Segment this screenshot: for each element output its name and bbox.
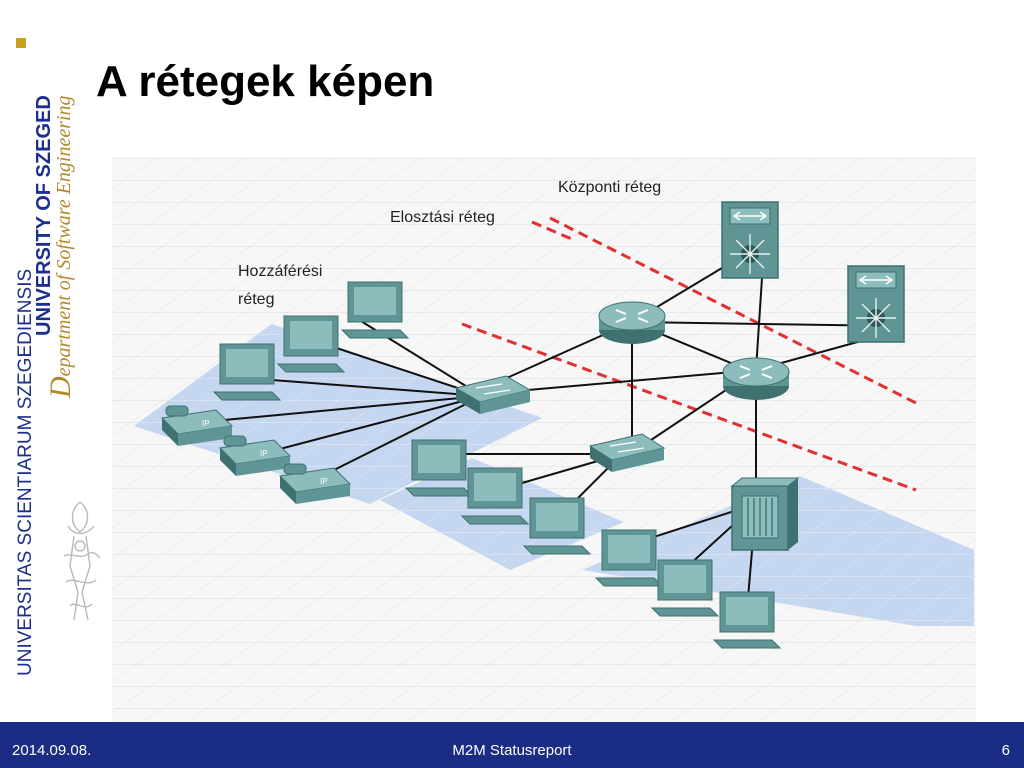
computer-2 xyxy=(276,315,346,373)
ip-phone-1-label: IP xyxy=(202,419,210,428)
distribution-router-1 xyxy=(598,301,666,344)
footer-title: M2M Statusreport xyxy=(452,742,572,759)
footer-date: 2014.09.08. xyxy=(12,742,92,759)
computer-7 xyxy=(594,529,664,587)
core-divider-start xyxy=(531,220,575,242)
server-icon xyxy=(730,477,800,551)
network-layers-diagram: Központi réteg Elosztási réteg Hozzáféré… xyxy=(112,158,976,722)
computer-8 xyxy=(650,559,720,617)
core-distribution-divider xyxy=(549,216,919,406)
ip-phone-2: IP xyxy=(218,435,292,476)
ip-phone-1: IP xyxy=(160,405,234,446)
distribution-router-2 xyxy=(722,357,790,400)
slide-title: A rétegek képen xyxy=(96,57,435,106)
access-switch-2 xyxy=(588,433,666,472)
computer-5 xyxy=(460,467,530,525)
ip-phone-3: IP xyxy=(278,463,352,504)
access-floor-2-grid xyxy=(380,458,624,570)
core-switch-1 xyxy=(721,201,779,279)
access-floor-3-grid xyxy=(582,476,974,626)
ip-phone-2-label: IP xyxy=(260,449,268,458)
computer-9 xyxy=(712,591,782,649)
university-crest-icon xyxy=(63,501,101,621)
computer-1 xyxy=(340,281,410,339)
ip-phone-3-label: IP xyxy=(320,477,328,486)
computer-4 xyxy=(404,439,474,497)
footer-page-number: 6 xyxy=(1001,742,1010,759)
core-layer-label: Központi réteg xyxy=(558,179,661,196)
core-switch-2 xyxy=(847,265,905,343)
department-initial: D xyxy=(44,376,77,398)
slide-footer: 2014.09.08. M2M Statusreport 6 xyxy=(0,722,1024,768)
computer-3 xyxy=(212,343,282,401)
distribution-access-divider xyxy=(461,322,917,492)
access-layer-label-2: réteg xyxy=(238,291,274,308)
slide-bullet-marker xyxy=(16,38,26,48)
computer-6 xyxy=(522,497,592,555)
department-rest: epartment of Software Engineering xyxy=(53,95,75,377)
department-name: Department of Software Engineering xyxy=(44,95,77,398)
distribution-layer-label: Elosztási réteg xyxy=(390,209,495,226)
access-layer-label-1: Hozzáférési xyxy=(238,263,322,280)
access-switch-1 xyxy=(454,375,532,414)
